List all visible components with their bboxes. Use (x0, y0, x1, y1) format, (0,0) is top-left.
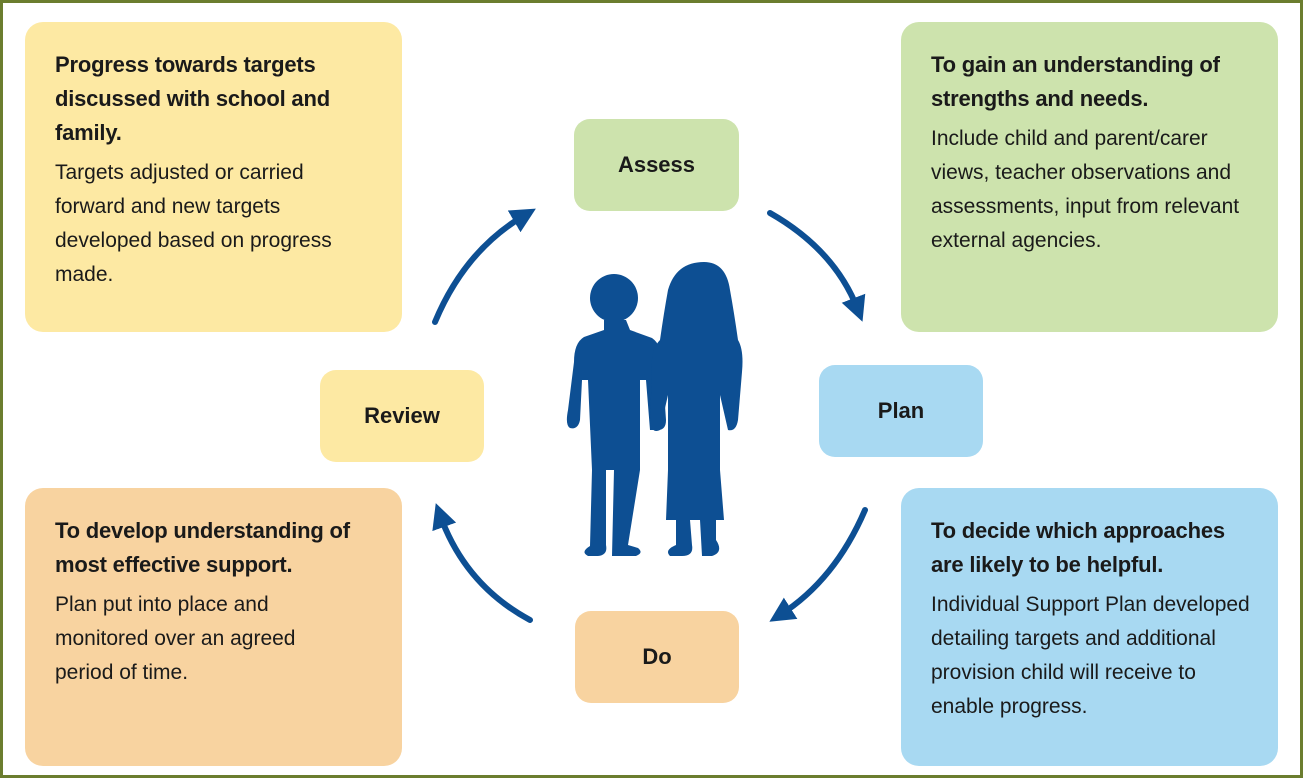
arrow-assess-to-plan (767, 210, 866, 322)
assess-stage: Assess (574, 119, 739, 211)
arrow-do-to-review (432, 503, 533, 623)
review-card-heading: Progress towards targets discussed with … (55, 52, 330, 145)
review-description-card: Progress towards targets discussed with … (25, 22, 402, 332)
arrow-plan-to-do (769, 507, 868, 622)
arrow-review-to-assess (432, 208, 536, 325)
plan-stage: Plan (819, 365, 983, 457)
assess-card-body: Include child and parent/carer views, te… (931, 127, 1240, 252)
do-card-body: Plan put into place and monitored over a… (55, 593, 296, 684)
review-stage: Review (320, 370, 484, 462)
do-stage: Do (575, 611, 739, 703)
plan-card-heading: To decide which approaches are likely to… (931, 518, 1225, 577)
review-card-body: Targets adjusted or carried forward and … (55, 161, 332, 286)
do-description-card: To develop understanding of most effecti… (25, 488, 402, 766)
plan-card-body: Individual Support Plan developed detail… (931, 593, 1250, 718)
assess-card-heading: To gain an understanding of strengths an… (931, 52, 1220, 111)
assess-description-card: To gain an understanding of strengths an… (901, 22, 1278, 332)
plan-description-card: To decide which approaches are likely to… (901, 488, 1278, 766)
children-silhouette-icon (566, 262, 743, 556)
do-card-heading: To develop understanding of most effecti… (55, 518, 350, 577)
